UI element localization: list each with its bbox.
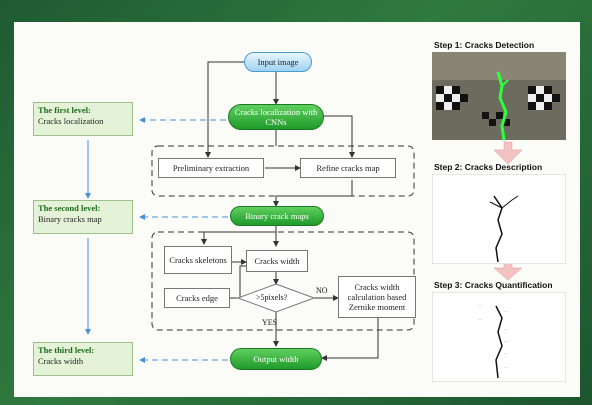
node-refine-map: Refine cracks map: [300, 158, 396, 178]
node-width: Cracks width: [246, 250, 308, 272]
svg-text:....: ....: [478, 317, 482, 321]
decision-diamond: [236, 283, 316, 313]
label-no: NO: [316, 286, 328, 295]
node-preliminary-extraction: Preliminary extraction: [158, 158, 264, 178]
node-edge: Cracks edge: [164, 288, 230, 308]
node-output-width: Output width: [230, 348, 322, 370]
svg-text:....: ....: [478, 303, 482, 307]
step-arrow-2: [493, 259, 523, 281]
step1-title: Step 1: Cracks Detection: [434, 40, 535, 50]
level-first: The first level: Cracks localization: [33, 102, 133, 136]
step-arrow-1: [493, 141, 523, 165]
svg-text:....: ....: [504, 309, 508, 313]
label-yes: YES: [262, 318, 278, 327]
level-first-desc: Cracks localization: [38, 116, 104, 126]
level-third: The third level: Cracks width: [33, 342, 133, 376]
level-first-title: The first level:: [38, 105, 91, 115]
svg-text:....: ....: [504, 327, 508, 331]
binary-crack-image: [432, 174, 566, 264]
svg-text:....: ....: [504, 339, 508, 343]
node-binary-maps: Binary crack maps: [230, 206, 324, 226]
level-third-title: The third level:: [38, 345, 95, 355]
level-second-title: The second level:: [38, 203, 101, 213]
level-third-desc: Cracks width: [38, 356, 84, 366]
step3-title: Step 3: Cracks Quantification: [434, 280, 553, 290]
svg-text:....: ....: [504, 365, 508, 369]
node-input-image: Input image: [244, 52, 312, 72]
quantification-image: ........ ........ ........ ....: [432, 292, 566, 382]
node-cnn-localization: Cracks localization with CNNs: [228, 104, 324, 130]
cracks-photo: [432, 52, 566, 140]
decision-label: >5pixels?: [256, 293, 288, 302]
level-second: The second level: Binary cracks map: [33, 200, 133, 234]
node-zernike: Cracks width calculation based Zernike m…: [338, 276, 416, 318]
step2-title: Step 2: Cracks Description: [434, 162, 543, 172]
node-skeletons: Cracks skeletons: [164, 246, 232, 274]
svg-text:....: ....: [504, 351, 508, 355]
level-second-desc: Binary cracks map: [38, 214, 102, 224]
